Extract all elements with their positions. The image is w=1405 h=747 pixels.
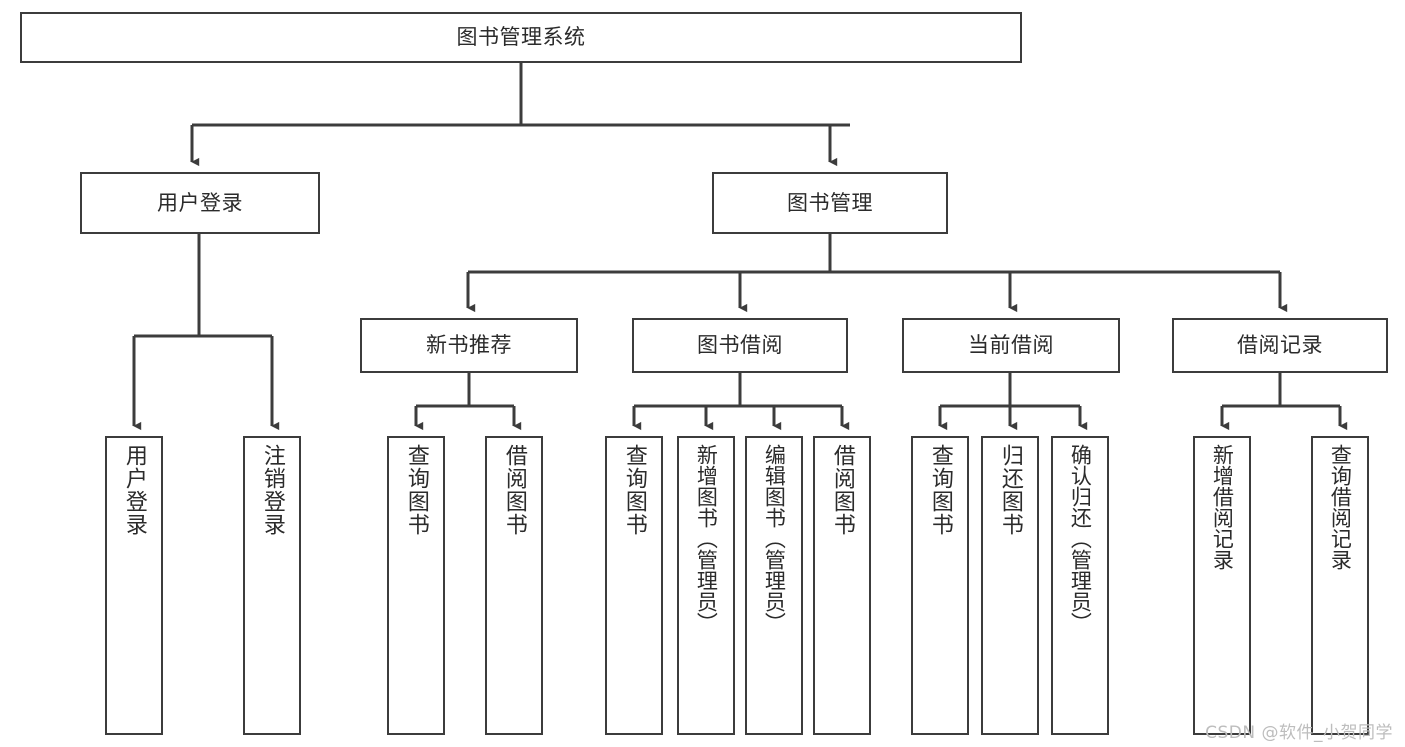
node-leaf-user-login-logout[interactable]: 注销登录: [243, 436, 301, 735]
node-leaf-user-login-login[interactable]: 用户登录: [105, 436, 163, 735]
node-label: 查询借阅记录: [1328, 444, 1353, 570]
node-leaf-borrow-record-query[interactable]: 查询借阅记录: [1311, 436, 1369, 735]
node-label: 查询图书: [927, 444, 953, 536]
node-label: 新增借阅记录: [1210, 444, 1235, 570]
node-leaf-borrow-record-add[interactable]: 新增借阅记录: [1193, 436, 1251, 735]
node-leaf-current-borrow-return[interactable]: 归还图书: [981, 436, 1039, 735]
watermark-credit: CSDN @软件_小贺同学: [1205, 723, 1393, 743]
node-leaf-new-book-query[interactable]: 查询图书: [387, 436, 445, 735]
node-book-borrow[interactable]: 图书借阅: [632, 318, 848, 373]
node-leaf-book-borrow-edit[interactable]: 编辑图书（管理员）: [745, 436, 803, 735]
node-borrow-record[interactable]: 借阅记录: [1172, 318, 1388, 373]
node-label: 编辑图书（管理员）: [762, 444, 787, 633]
node-label: 图书管理: [787, 190, 873, 215]
node-leaf-current-borrow-query[interactable]: 查询图书: [911, 436, 969, 735]
node-label: 借阅记录: [1237, 333, 1323, 358]
node-leaf-new-book-borrow[interactable]: 借阅图书: [485, 436, 543, 735]
node-label: 用户登录: [157, 190, 243, 215]
node-leaf-book-borrow-query[interactable]: 查询图书: [605, 436, 663, 735]
node-current-borrow[interactable]: 当前借阅: [902, 318, 1120, 373]
node-leaf-current-borrow-confirm[interactable]: 确认归还（管理员）: [1051, 436, 1109, 735]
node-label: 查询图书: [403, 444, 429, 536]
node-new-book-recommend[interactable]: 新书推荐: [360, 318, 578, 373]
node-label: 归还图书: [997, 444, 1023, 536]
node-label: 图书管理系统: [456, 25, 586, 50]
node-label: 借阅图书: [829, 444, 855, 536]
node-label: 用户登录: [121, 444, 147, 536]
node-label: 借阅图书: [501, 444, 527, 536]
node-label: 确认归还（管理员）: [1068, 444, 1093, 633]
node-leaf-book-borrow-borrow[interactable]: 借阅图书: [813, 436, 871, 735]
node-root-book-management-system[interactable]: 图书管理系统: [20, 12, 1022, 63]
node-book-management[interactable]: 图书管理: [712, 172, 948, 234]
node-label: 注销登录: [259, 444, 285, 536]
node-user-login[interactable]: 用户登录: [80, 172, 320, 234]
node-leaf-book-borrow-add[interactable]: 新增图书（管理员）: [677, 436, 735, 735]
node-label: 图书借阅: [697, 333, 783, 358]
node-label: 当前借阅: [968, 333, 1054, 358]
node-label: 查询图书: [621, 444, 647, 536]
node-label: 新书推荐: [426, 333, 512, 358]
node-label: 新增图书（管理员）: [694, 444, 719, 633]
